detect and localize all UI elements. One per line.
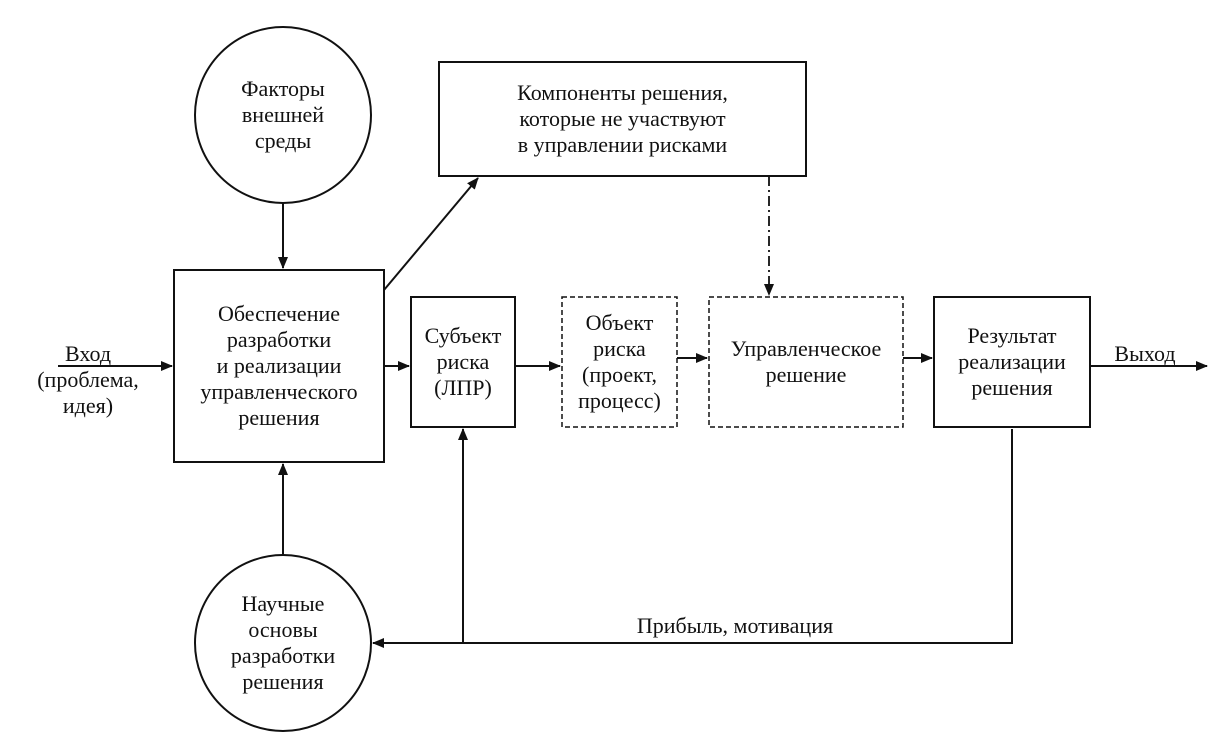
- components-box: [438, 61, 807, 177]
- science-label: Научные основы разработки решения: [230, 591, 336, 694]
- subject-label: Субъект риска (ЛПР): [424, 323, 502, 400]
- decision-box: [708, 296, 904, 428]
- support-label: Обеспечение разработки и реализации упра…: [200, 301, 358, 430]
- input-label: Вход (проблема, идея): [37, 341, 139, 418]
- object-box: [561, 296, 678, 428]
- env-factors-label: Факторы внешней среды: [241, 76, 325, 153]
- output-label: Выход: [1114, 341, 1176, 366]
- feedback-line: [372, 429, 1013, 648]
- decision-label: Управленческое решение: [730, 336, 882, 387]
- subject-box: [410, 296, 516, 428]
- components-label: Компоненты решения, которые не участвуют…: [517, 80, 728, 157]
- feedback-label: Прибыль, мотивация: [636, 613, 834, 638]
- result-box: [933, 296, 1091, 428]
- support-to-components-arrow: [383, 177, 479, 291]
- result-label: Результат реализации решения: [958, 323, 1066, 400]
- object-label: Объект риска (проект, процесс): [578, 310, 661, 413]
